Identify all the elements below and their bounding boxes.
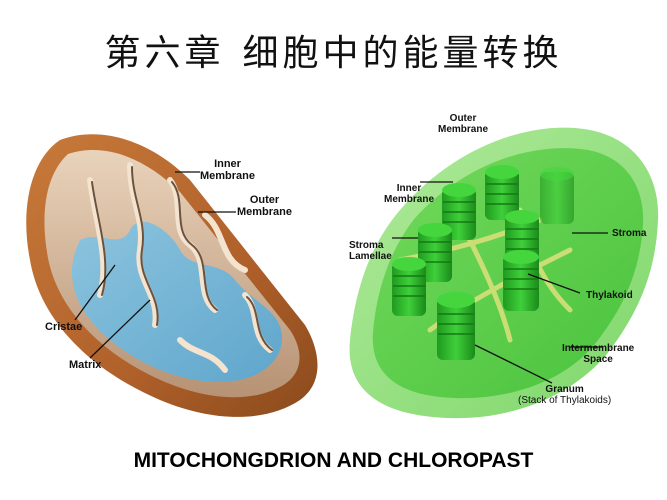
label-line: Space	[583, 354, 613, 365]
label-line: Outer	[249, 194, 280, 206]
label-line: Granum	[545, 384, 584, 395]
label-chloro-outer-membrane: Outer Membrane	[438, 113, 488, 135]
label-chloro-stroma-lamellae: Stroma Lamellae	[349, 240, 392, 262]
label-line: Membrane	[384, 194, 435, 205]
label-mito-inner-membrane: Inner Membrane	[200, 158, 255, 182]
label-mito-cristae: Cristae	[45, 321, 83, 333]
label-mito-matrix: Matrix	[69, 359, 102, 371]
label-chloro-granum: Granum (Stack of Thylakoids)	[518, 384, 611, 406]
chloroplast-illustration	[349, 127, 659, 419]
mitochondrion-illustration	[26, 134, 318, 417]
slide-title: 第六章细胞中的能量转换	[0, 24, 667, 76]
label-line: Inner	[396, 183, 422, 194]
label-chloro-stroma: Stroma	[612, 228, 647, 239]
label-chloro-intermembrane-space: Intermembrane Space	[562, 343, 634, 365]
chapter-number: 第六章	[104, 33, 225, 74]
label-line: Membrane	[438, 124, 489, 135]
label-line: Intermembrane	[562, 343, 635, 354]
figure-caption: MITOCHONGDRION AND CHLOROPAST	[133, 449, 534, 472]
label-line: Inner	[214, 158, 241, 170]
grana	[392, 165, 574, 360]
label-line: Outer	[449, 113, 477, 124]
label-line: Membrane	[237, 206, 293, 218]
label-chloro-inner-membrane: Inner Membrane	[384, 183, 434, 205]
label-mito-outer-membrane: Outer Membrane	[237, 194, 292, 218]
label-line: Membrane	[200, 170, 256, 182]
matrix-shape	[71, 221, 283, 382]
chapter-title: 细胞中的能量转换	[242, 33, 563, 74]
label-line: (Stack of Thylakoids)	[518, 395, 612, 406]
label-line: Stroma	[349, 240, 384, 251]
label-line: Lamellae	[349, 251, 392, 262]
label-chloro-thylakoid: Thylakoid	[586, 290, 633, 301]
